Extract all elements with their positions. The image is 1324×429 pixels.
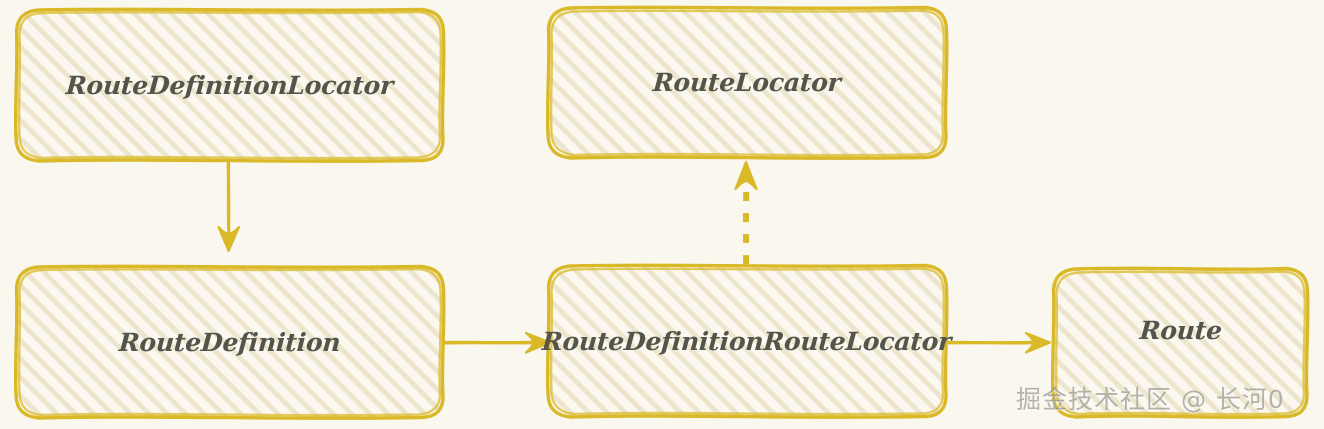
node-label: RouteDefinitionLocator (64, 70, 395, 100)
node-label: RouteDefinitionRouteLocator (541, 326, 953, 356)
node-label: RouteDefinition (117, 327, 342, 357)
edge-locator-to-definition (198, 158, 260, 270)
node-route-definition-route-locator[interactable]: RouteDefinitionRouteLocator (541, 262, 953, 420)
node-label: Route (1138, 316, 1223, 345)
watermark-text: 掘金技术社区 @ 长河0 (1016, 385, 1285, 414)
edge-rdrl-implements-routelocator (716, 152, 776, 270)
node-shape (13, 6, 446, 164)
node-shape (1050, 265, 1310, 420)
node-shape (13, 263, 446, 421)
node-route-definition-locator[interactable]: RouteDefinitionLocator (13, 6, 446, 164)
node-route[interactable]: Route (1050, 265, 1310, 420)
edge-definition-to-rdrl (440, 322, 558, 364)
node-shape (545, 4, 949, 161)
node-shape (545, 262, 949, 420)
node-route-definition[interactable]: RouteDefinition (13, 263, 446, 421)
node-label: RouteLocator (652, 68, 842, 97)
edge-rdrl-to-route (944, 322, 1062, 364)
node-route-locator[interactable]: RouteLocator (545, 4, 949, 161)
